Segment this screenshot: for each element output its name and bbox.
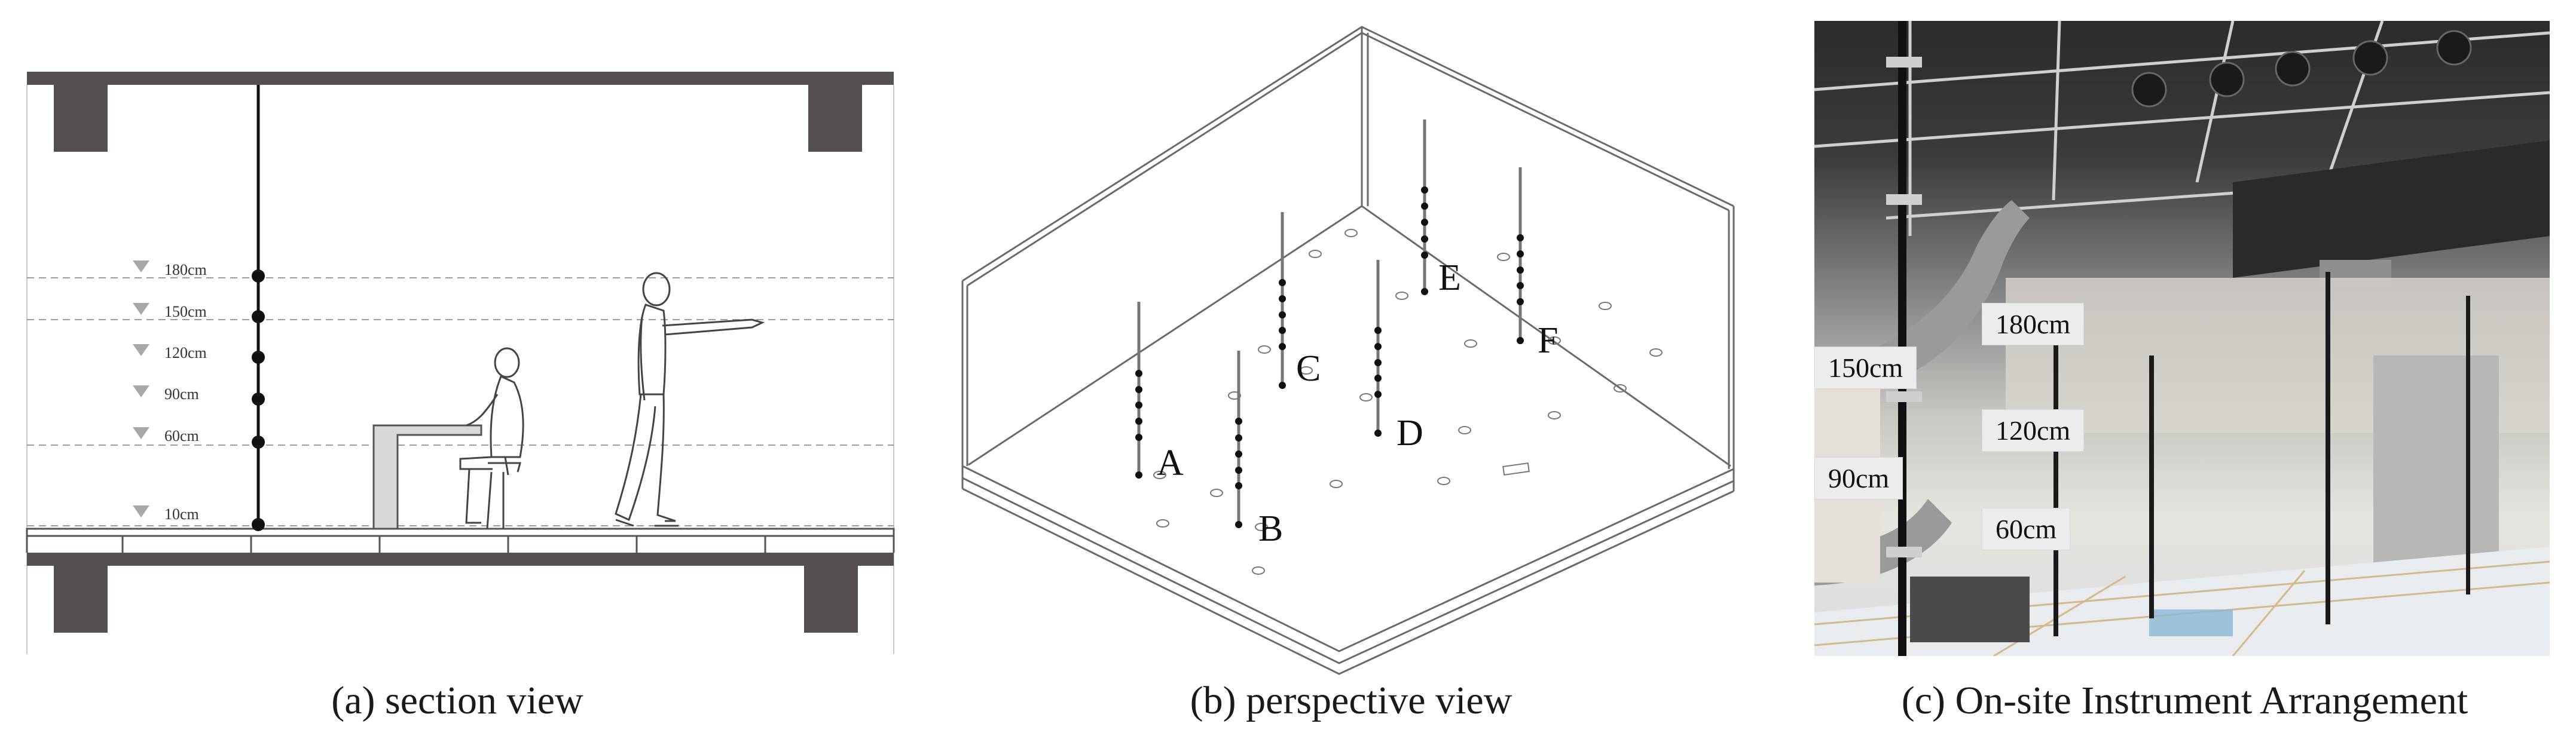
height-label-180: 180cm [164,261,207,278]
pole-label-B: B [1258,508,1283,549]
photo-label-120cm: 120cm [1982,409,2085,452]
ceiling-slab [27,72,894,85]
photo-label-180cm: 180cm [1982,303,2085,345]
ceiling-vents [2131,30,2472,108]
onsite-photo: 180cm 150cm 120cm 90cm 60cm [1814,21,2550,656]
pole-D [1374,260,1382,437]
air-duct [2233,140,2550,278]
pole-label-A: A [1157,443,1184,483]
pole-label-E: E [1438,258,1461,298]
sensor-10cm [252,518,265,531]
floor-beam-right [804,566,858,633]
floor-beam-left [54,566,108,633]
sensor-60cm [252,436,265,449]
height-label-60: 60cm [164,427,199,445]
perspective-view-panel: A B C D E F (b) perspective view [933,0,1770,751]
door [2373,355,2499,571]
sensor-90cm [252,393,265,406]
pole-A [1135,302,1142,479]
sensor-points [252,269,265,531]
standing-person [615,272,765,527]
photo-label-60cm: 60cm [1982,508,2071,550]
height-label-150: 150cm [164,303,207,320]
photo-label-150cm: 150cm [1814,347,1917,389]
floor-vents [1153,229,1663,575]
sensor-150cm [252,310,265,323]
height-label-10: 10cm [164,505,199,523]
sensor-120cm [252,351,265,364]
pole-labels: A B C D E F [1157,258,1558,549]
photo-pole-front [1898,21,1906,656]
desk [372,424,482,530]
ceiling-beam-left [54,85,108,152]
onsite-photo-caption: (c) On-site Instrument Arrangement [1901,679,2468,722]
seated-person [459,347,524,529]
pole-C [1279,212,1286,389]
pole-B [1235,351,1242,528]
pole-F [1517,167,1524,344]
pole-label-C: C [1296,348,1321,389]
room-box [961,26,1735,675]
section-view-drawing: 180cm 150cm 120cm 90cm 60cm 10cm [26,72,895,654]
height-marker-labels: 180cm 150cm 120cm 90cm 60cm 10cm [164,261,207,523]
perspective-view-drawing: A B C D E F [961,26,1735,675]
photo-label-90cm: 90cm [1814,457,1903,499]
section-view-panel: 180cm 150cm 120cm 90cm 60cm 10cm [0,0,915,751]
ceiling-beam-right [808,85,862,152]
pole-label-F: F [1538,320,1558,361]
height-guide-lines [27,277,894,526]
section-view-caption: (a) section view [331,679,583,722]
height-marker-triangles [133,260,149,517]
raised-floor [26,528,895,537]
pole-label-D: D [1397,413,1423,453]
fan-unit [1910,577,2030,642]
sensor-180cm [252,269,265,283]
perspective-view-caption: (b) perspective view [1190,679,1512,722]
photo-scene [1814,21,2550,656]
height-label-120: 120cm [164,344,207,361]
floor-slab [27,553,894,566]
onsite-photo-panel: 180cm 150cm 120cm 90cm 60cm (c) On-site … [1793,0,2576,751]
height-label-90: 90cm [164,385,199,403]
pole-E [1421,119,1428,295]
